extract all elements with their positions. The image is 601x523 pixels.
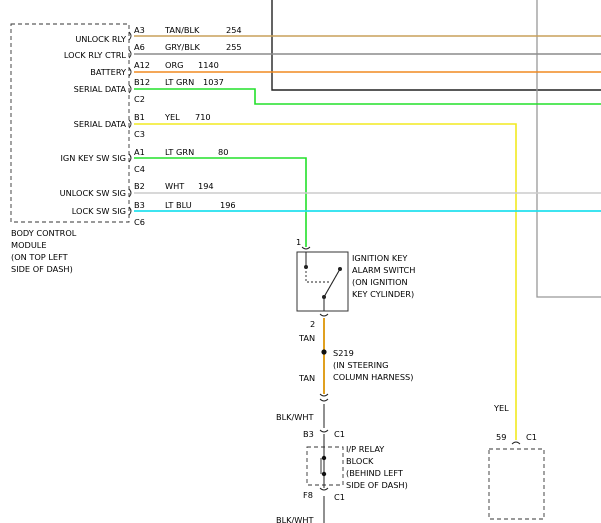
connector-id: C1 bbox=[526, 432, 537, 442]
wire-color: BLK/WHT bbox=[276, 515, 315, 523]
bcm-name: BODY CONTROL MODULE (ON TOP LEFT SIDE OF… bbox=[11, 228, 77, 274]
pin-id: A1 bbox=[134, 147, 145, 157]
bcm-connector-marks bbox=[128, 31, 132, 216]
bcm-pin-ids: A3 A6 A12 B12 B1 A1 B2 B3 bbox=[134, 25, 150, 210]
right-component: YEL 59 C1 bbox=[488, 403, 545, 520]
wire-color: YEL bbox=[493, 403, 509, 413]
pin-id: B3 bbox=[134, 200, 145, 210]
bcm-pin-label: IGN KEY SW SIG bbox=[61, 153, 126, 163]
connector-id: C6 bbox=[134, 217, 145, 227]
wire-color: LT GRN bbox=[165, 147, 194, 157]
relay-block-name-line: BLOCK bbox=[346, 456, 374, 466]
wire-color: WHT bbox=[165, 181, 185, 191]
connector-id: C1 bbox=[334, 492, 345, 502]
pin-id: A12 bbox=[134, 60, 150, 70]
connector-id: C2 bbox=[134, 94, 145, 104]
wire-color: LT BLU bbox=[165, 200, 192, 210]
connector-id: C1 bbox=[334, 429, 345, 439]
body-control-module-box bbox=[10, 23, 130, 223]
wire-labels: TAN/BLK 254 GRY/BLK 255 ORG 1140 LT GRN … bbox=[164, 25, 242, 210]
wire-color: TAN bbox=[298, 333, 315, 343]
circuit-number: 254 bbox=[226, 25, 242, 35]
bcm-name-line: BODY CONTROL bbox=[11, 228, 77, 238]
relay-block-name-line: SIDE OF DASH) bbox=[346, 480, 408, 490]
bcm-labels: UNLOCK RLY LOCK RLY CTRL BATTERY SERIAL … bbox=[60, 34, 127, 216]
switch-name-line: (ON IGNITION bbox=[352, 277, 408, 287]
bcm-pin-label: LOCK RLY CTRL bbox=[64, 50, 127, 60]
wire-color: ORG bbox=[165, 60, 183, 70]
wire-color: YEL bbox=[164, 112, 180, 122]
circuit-number: 1140 bbox=[198, 60, 219, 70]
switch-name-line: KEY CYLINDER) bbox=[352, 289, 414, 299]
wire-b1 bbox=[134, 123, 517, 440]
switch-box bbox=[296, 251, 349, 312]
pin-id: 1 bbox=[296, 237, 301, 247]
bcm-pin-label: BATTERY bbox=[90, 67, 127, 77]
pin-id: A3 bbox=[134, 25, 145, 35]
circuit-number: 194 bbox=[198, 181, 214, 191]
ignition-key-alarm-switch: 1 IGNITION KEY ALARM SWITCH (ON IGNITION… bbox=[296, 237, 415, 343]
relay-block-box bbox=[306, 446, 344, 486]
circuit-number: 196 bbox=[220, 200, 236, 210]
wire-b12 bbox=[134, 88, 601, 105]
switch-name-line: IGNITION KEY bbox=[352, 253, 408, 263]
wire-color: BLK/WHT bbox=[276, 412, 315, 422]
component-box bbox=[488, 448, 545, 520]
switch-name-line: ALARM SWITCH bbox=[352, 265, 415, 275]
relay-block-name-line: (BEHIND LEFT bbox=[346, 468, 404, 478]
bcm-pin-label: SERIAL DATA bbox=[74, 119, 127, 129]
connector-id: C3 bbox=[134, 129, 145, 139]
ip-relay-block: BLK/WHT B3 C1 I/P RELAY BLOCK (BEHIND LE… bbox=[276, 412, 408, 523]
pin-id: A6 bbox=[134, 42, 145, 52]
wire-a1 bbox=[134, 157, 307, 247]
wire-color: TAN/BLK bbox=[164, 25, 200, 35]
pin-id: B3 bbox=[303, 429, 314, 439]
pin-id: 59 bbox=[496, 432, 506, 442]
connector-id: C4 bbox=[134, 164, 145, 174]
circuit-number: 710 bbox=[195, 112, 211, 122]
circuit-number: 1037 bbox=[203, 77, 224, 87]
bcm-name-line: SIDE OF DASH) bbox=[11, 264, 73, 274]
pin-id: B1 bbox=[134, 112, 145, 122]
harness-frame-lower bbox=[536, 0, 601, 298]
pin-id: B2 bbox=[134, 181, 145, 191]
bcm-pin-label: LOCK SW SIG bbox=[72, 206, 126, 216]
wire-color: GRY/BLK bbox=[165, 42, 200, 52]
splice-location-line: (IN STEERING bbox=[333, 360, 388, 370]
bcm-pin-label: UNLOCK SW SIG bbox=[60, 188, 126, 198]
splice-id: S219 bbox=[333, 348, 354, 358]
wire-color: TAN bbox=[298, 373, 315, 383]
pin-id: F8 bbox=[303, 490, 313, 500]
splice-s219: S219 (IN STEERING COLUMN HARNESS) TAN bbox=[298, 348, 413, 402]
pin-id: B12 bbox=[134, 77, 150, 87]
bcm-pin-label: UNLOCK RLY bbox=[75, 34, 127, 44]
harness-frame-upper bbox=[271, 0, 601, 91]
bcm-name-line: (ON TOP LEFT bbox=[11, 252, 69, 262]
splice-location-line: COLUMN HARNESS) bbox=[333, 372, 413, 382]
bcm-connector-ids: C2 C3 C4 C6 bbox=[134, 94, 145, 227]
circuit-number: 80 bbox=[218, 147, 228, 157]
wires bbox=[134, 35, 601, 523]
splice-dot bbox=[321, 349, 327, 355]
pin-id: 2 bbox=[310, 319, 315, 329]
relay-block-name-line: I/P RELAY bbox=[346, 444, 385, 454]
bcm-pin-label: SERIAL DATA bbox=[74, 84, 127, 94]
bcm-name-line: MODULE bbox=[11, 240, 47, 250]
wire-color: LT GRN bbox=[165, 77, 194, 87]
circuit-number: 255 bbox=[226, 42, 242, 52]
